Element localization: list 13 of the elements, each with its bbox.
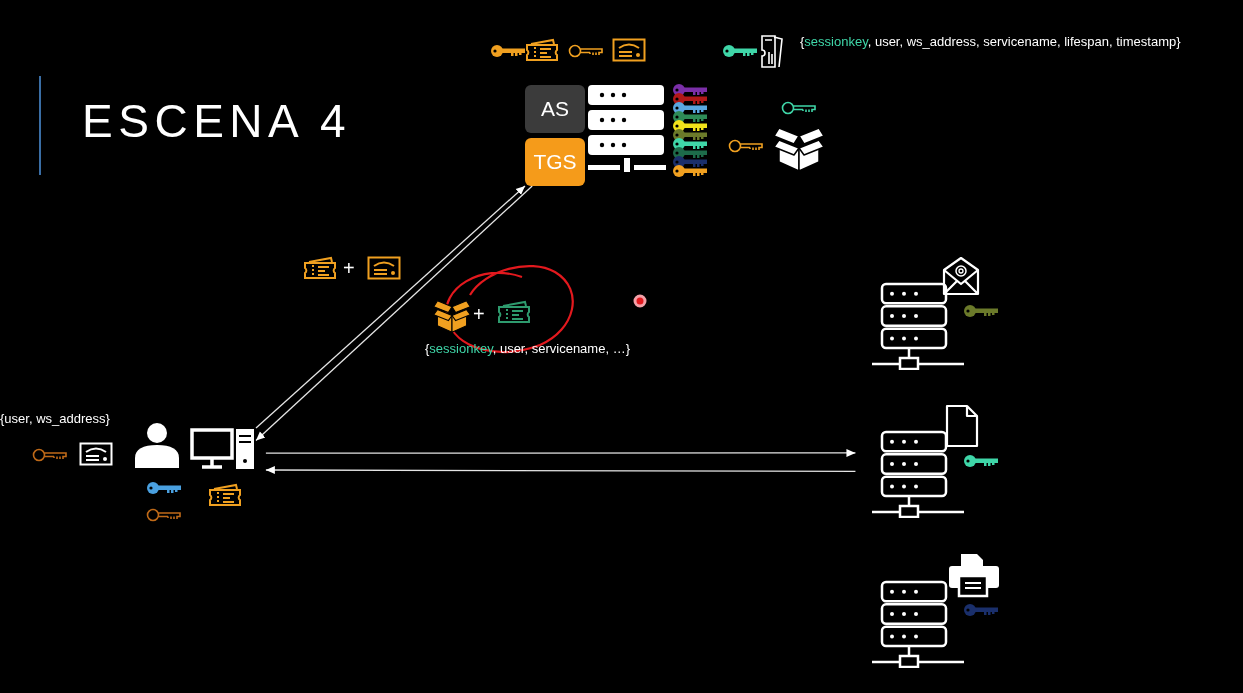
server-drawing (872, 430, 964, 518)
server-drawing (872, 282, 964, 370)
server-role-box: AS (525, 85, 585, 133)
computer-drawing (190, 428, 256, 470)
arrow (265, 448, 857, 457)
field-list-text: {user, ws_address} (0, 411, 110, 428)
server-drawing (872, 580, 964, 668)
server-role-box: TGS (525, 138, 585, 186)
plus-sign: + (343, 256, 355, 281)
field-list-text: {sessionkey, user, ws_address, servicename, lifespan, timestamp} (800, 34, 1181, 51)
slide-title: ESCENA 4 (82, 98, 352, 144)
arrow (265, 466, 857, 474)
plus-sign: + (473, 302, 485, 327)
